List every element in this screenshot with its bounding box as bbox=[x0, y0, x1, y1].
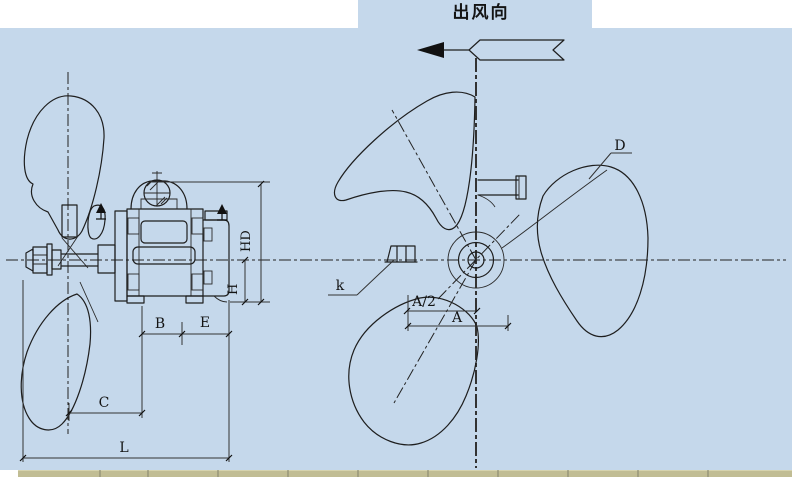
terminal-box-collar bbox=[140, 198, 178, 209]
blade-clamp-strip bbox=[61, 204, 78, 238]
front-end-plate bbox=[114, 210, 128, 302]
front-view: D k A/2 A bbox=[328, 91, 649, 446]
foot-fillet bbox=[213, 295, 228, 303]
bracket-details bbox=[477, 176, 520, 208]
airflow-direction-label: 出风向 bbox=[453, 2, 510, 23]
arrow-head bbox=[417, 42, 444, 58]
fan-blades-front bbox=[333, 91, 649, 446]
gland-top-marker bbox=[152, 171, 162, 180]
hub-middle-circle bbox=[457, 241, 495, 279]
lower-blade-outline bbox=[20, 293, 92, 431]
drawing-canvas bbox=[0, 28, 792, 470]
cable-gland-crosshatch bbox=[144, 180, 170, 207]
dim-label-k: k bbox=[336, 278, 345, 294]
dim-A2-lines bbox=[407, 295, 477, 331]
upper-blade-outline bbox=[23, 95, 105, 240]
rear-top-bracket bbox=[204, 210, 228, 221]
corner-boss bbox=[127, 273, 140, 291]
dimensions-front-view: D k A/2 A bbox=[328, 138, 632, 331]
shaft-and-nut bbox=[25, 243, 99, 276]
mount-bracket bbox=[477, 175, 527, 208]
dim-label-B: B bbox=[155, 316, 165, 332]
dim-L-lines bbox=[22, 280, 229, 462]
dim-A-lines bbox=[408, 315, 509, 331]
rear-housing-rib bbox=[203, 270, 213, 285]
stator-window-upper bbox=[140, 220, 188, 244]
blade-clamp-front bbox=[384, 245, 418, 263]
hub-outer-circle bbox=[447, 231, 505, 289]
dimensions-side-view: HD H B E C L bbox=[19, 180, 270, 462]
stator-window-lower bbox=[132, 246, 196, 265]
fan-blades-side bbox=[20, 95, 106, 431]
corner-boss bbox=[127, 217, 140, 235]
dim-label-A: A bbox=[451, 310, 463, 326]
airflow-arrow bbox=[417, 39, 565, 61]
dim-D-leader bbox=[588, 152, 632, 180]
blade-root-lines bbox=[57, 235, 99, 323]
dim-HD-lines bbox=[150, 181, 270, 303]
dim-label-L: L bbox=[119, 440, 128, 456]
corner-boss bbox=[191, 217, 204, 235]
shaft-lines bbox=[61, 253, 99, 267]
lift-mark-left bbox=[96, 203, 106, 220]
dim-C-lines bbox=[68, 403, 142, 421]
hub-diagonal-centerline bbox=[437, 212, 522, 300]
blade-top-left bbox=[333, 91, 476, 231]
blade-radial-line-lower bbox=[393, 259, 477, 404]
nut-facets bbox=[33, 254, 47, 265]
arrow-tail-banner bbox=[468, 39, 565, 61]
front-shaft-boss bbox=[97, 244, 116, 274]
dim-label-A-half: A/2 bbox=[411, 294, 436, 310]
dim-label-H: H bbox=[226, 284, 241, 295]
corner-boss bbox=[191, 273, 204, 291]
dim-k-leader bbox=[328, 259, 395, 296]
bottom-strip-separators bbox=[99, 470, 709, 477]
blade-right bbox=[536, 164, 649, 338]
spacer bbox=[51, 249, 62, 270]
motor-frame bbox=[126, 208, 204, 297]
rear-housing-rib bbox=[203, 227, 213, 242]
dim-label-E: E bbox=[200, 315, 210, 331]
dim-label-D: D bbox=[614, 138, 625, 154]
bracket-bar bbox=[477, 179, 519, 196]
blade-bottom bbox=[348, 296, 479, 446]
dim-label-HD: HD bbox=[239, 230, 254, 252]
centerlines bbox=[6, 58, 786, 468]
blade-radial-line-upper bbox=[391, 109, 477, 261]
terminal-box-dome bbox=[130, 180, 188, 210]
motor-foot-front bbox=[126, 295, 145, 304]
side-view: HD H B E C L bbox=[19, 95, 270, 462]
drawing-canvas-top-tab bbox=[358, 0, 592, 30]
frame-tie-rod-lines bbox=[138, 209, 192, 296]
bracket-end-cap bbox=[515, 175, 527, 200]
bottom-strip bbox=[18, 470, 792, 477]
blade-leading-edge-line bbox=[501, 169, 608, 249]
dim-label-C: C bbox=[99, 395, 110, 411]
hub bbox=[447, 231, 505, 289]
shaft-circle bbox=[467, 251, 485, 269]
motor-foot-rear bbox=[185, 295, 204, 304]
lift-mark-right bbox=[217, 204, 227, 221]
motor bbox=[96, 171, 230, 304]
bottom-strip-bar bbox=[18, 470, 792, 477]
